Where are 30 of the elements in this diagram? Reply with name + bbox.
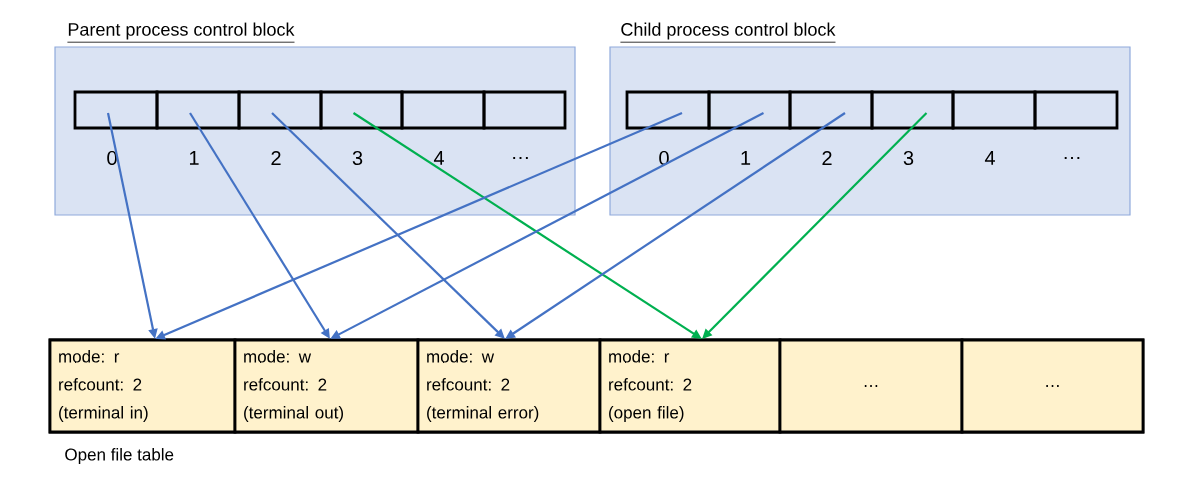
descriptor-cell: [155, 90, 241, 130]
descriptor-cell: [73, 90, 159, 130]
index-number: 2: [822, 151, 832, 165]
arrow: [702, 112, 928, 339]
index-number: 3: [352, 150, 363, 166]
panel-heading: Child process control block: [620, 22, 836, 43]
panel-heading: Parent process control block: [67, 22, 295, 43]
index-number: 1: [741, 151, 751, 165]
table-caption: Open file table: [65, 448, 174, 464]
index-number: 3: [903, 150, 914, 166]
index-number: 4: [433, 151, 444, 165]
descriptor-cell: [951, 90, 1037, 130]
descriptor-cell: [1033, 90, 1119, 130]
index-number: 0: [107, 150, 117, 166]
descriptor-cell: [237, 90, 323, 130]
index-number: 4: [984, 151, 995, 165]
index-number: 2: [271, 151, 281, 165]
descriptor-cell: [870, 90, 955, 130]
panel: [609, 46, 1131, 216]
index-number: …: [513, 156, 528, 160]
descriptor-cell: [319, 90, 404, 130]
descriptor-cell: [482, 90, 567, 130]
descriptor-cell: [788, 90, 874, 130]
arrow: [271, 112, 505, 339]
index-number: …: [1064, 156, 1080, 160]
index-number: 1: [190, 151, 199, 165]
panel: [54, 46, 576, 216]
descriptor-cell: [707, 90, 792, 130]
descriptor-cell: [400, 90, 486, 130]
descriptor-cell: [625, 90, 711, 130]
